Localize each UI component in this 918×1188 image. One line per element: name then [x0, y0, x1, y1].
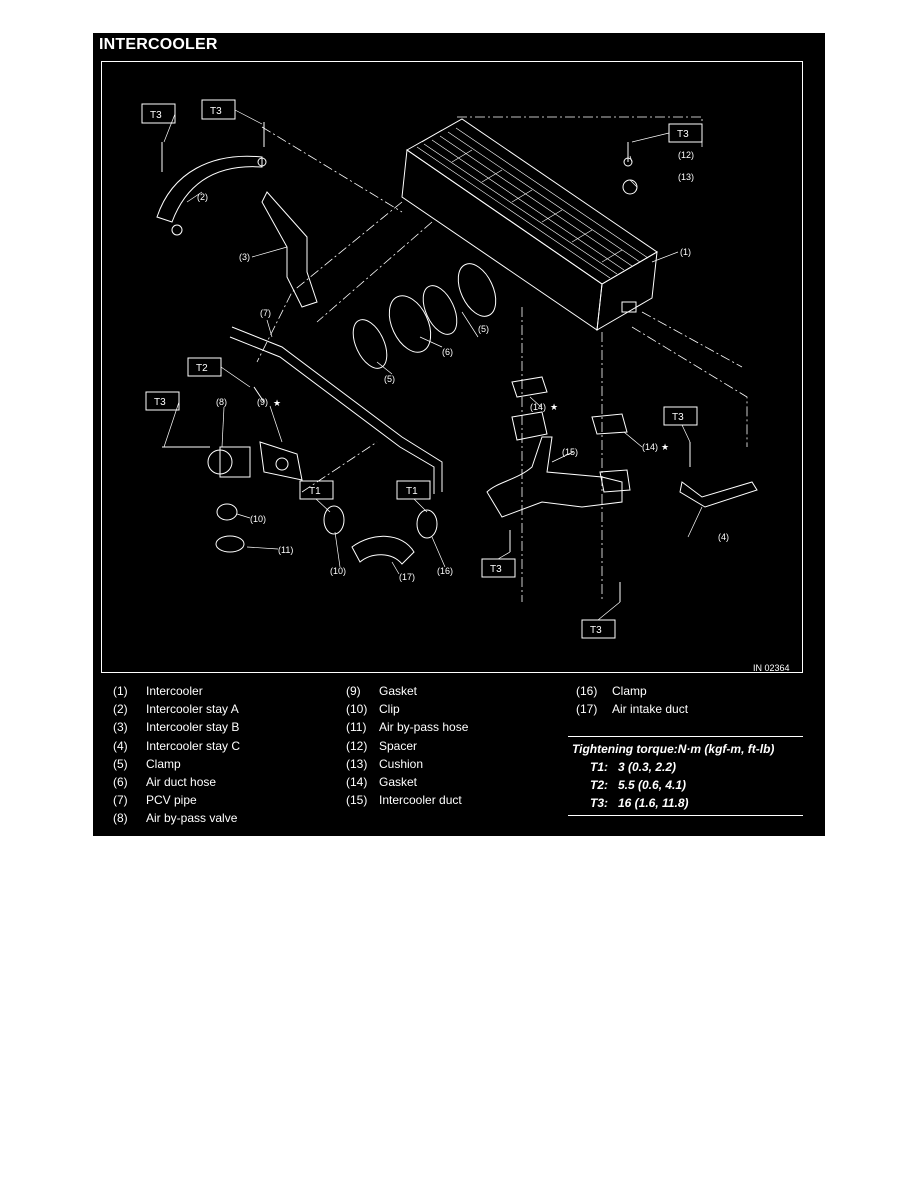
exploded-view-frame: T3 T3 T3 T2 T3 T3 T1 T1 T3 T3 (1) (2) (3… — [101, 61, 803, 673]
callout-9: (9) — [257, 397, 268, 407]
legend-item: (16)Clamp — [576, 684, 647, 698]
stay-a-shape — [156, 155, 267, 236]
legend-item: (11)Air by-pass hose — [346, 720, 469, 735]
callout-7: (7) — [260, 308, 271, 318]
intercooler-duct-shape — [486, 376, 631, 518]
legend-item: (10)Clip — [346, 702, 400, 717]
torque-tag-t3: T3 — [672, 412, 684, 423]
figure-id: IN 02364 — [753, 663, 790, 673]
callout-12: (12) — [678, 150, 694, 160]
legend-item: (8)Air by-pass valve — [113, 811, 238, 826]
stay-b-shape — [261, 191, 318, 308]
callout-6: (6) — [442, 347, 453, 357]
torque-row: T1:3 (0.3, 2.2) — [590, 760, 677, 774]
legend-item: (13)Cushion — [346, 756, 424, 771]
diagram-panel: INTERCOOLER — [93, 33, 825, 836]
torque-tag-t3: T3 — [210, 106, 222, 117]
legend-item: (15)Intercooler duct — [346, 793, 462, 808]
callout-8: (8) — [216, 397, 227, 407]
callout-14: (14) — [642, 442, 658, 452]
pcv-pipe-shape — [229, 326, 443, 494]
callout-5: (5) — [478, 324, 489, 334]
legend-item: (5)Clamp — [113, 756, 181, 771]
torque-row: T2:5.5 (0.6, 4.1) — [590, 778, 687, 792]
exploded-view-diagram: T3 T3 T3 T2 T3 T3 T1 T1 T3 T3 (1) (2) (3… — [141, 99, 758, 639]
callout-5: (5) — [384, 374, 395, 384]
panel-title: INTERCOOLER — [99, 36, 218, 53]
legend-column-2: (9)Gasket (10)Clip (11)Air by-pass hose … — [346, 684, 468, 811]
torque-title: Tightening torque:N·m (kgf-m, ft-lb) — [572, 742, 775, 756]
torque-tag-t3: T3 — [590, 625, 602, 636]
torque-tag-t1: T1 — [309, 486, 321, 497]
legend-item: (7)PCV pipe — [113, 793, 197, 808]
legend-item: (6)Air duct hose — [113, 774, 217, 789]
callout-16: (16) — [437, 566, 453, 576]
bypass-valve-shape — [162, 441, 303, 553]
torque-tag-t3: T3 — [150, 110, 162, 121]
legend-column-3: (16)Clamp (17)Air intake duct — [576, 684, 688, 720]
torque-tag-t3: T3 — [677, 129, 689, 140]
callout-10: (10) — [250, 514, 266, 524]
callout-17: (17) — [399, 572, 415, 582]
legend-item: (9)Gasket — [346, 684, 418, 698]
callout-14: (14) — [530, 402, 546, 412]
callout-4: (4) — [718, 532, 729, 542]
legend-item: (3)Intercooler stay B — [113, 720, 240, 735]
stay-c-shape — [679, 481, 758, 508]
torque-row: T3:16 (1.6, 11.8) — [590, 796, 689, 810]
torque-tag-t3: T3 — [154, 397, 166, 408]
intercooler-core — [401, 118, 658, 331]
bolt-shapes — [161, 122, 691, 602]
legend-item: (1)Intercooler — [113, 684, 203, 698]
legend-item: (14)Gasket — [346, 774, 418, 789]
torque-tag-t3: T3 — [490, 564, 502, 575]
callout-10: (10) — [330, 566, 346, 576]
star-mark: ★ — [550, 402, 558, 412]
star-mark: ★ — [661, 442, 669, 452]
callout-11: (11) — [278, 545, 293, 555]
callout-15: (15) — [562, 447, 578, 457]
callout-1: (1) — [680, 247, 691, 257]
callout-3: (3) — [239, 252, 250, 262]
torque-table: Tightening torque:N·m (kgf-m, ft-lb) T1:… — [568, 736, 803, 816]
legend-item: (2)Intercooler stay A — [113, 702, 239, 717]
legend-item: (12)Spacer — [346, 738, 418, 753]
legend-item: (17)Air intake duct — [576, 702, 689, 717]
torque-tag-t2: T2 — [196, 363, 208, 374]
torque-tag-t1: T1 — [406, 486, 418, 497]
star-mark: ★ — [273, 398, 281, 408]
legend-column-1: (1)Intercooler (2)Intercooler stay A (3)… — [113, 684, 240, 830]
callout-2: (2) — [197, 192, 208, 202]
legend-item: (4)Intercooler stay C — [113, 738, 241, 753]
callout-13: (13) — [678, 172, 694, 182]
